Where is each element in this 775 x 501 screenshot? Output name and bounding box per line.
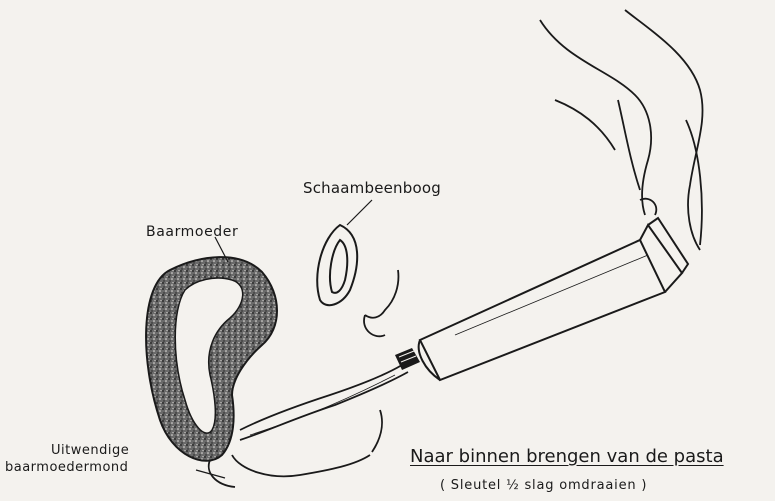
label-external-os-line2: baarmoedermond bbox=[5, 460, 128, 475]
applicator-nozzle bbox=[240, 365, 408, 440]
label-pubic-arch: Schaambeenboog bbox=[303, 179, 441, 197]
label-uterus: Baarmoeder bbox=[146, 224, 238, 240]
caption-title: Naar binnen brengen van de pasta bbox=[410, 446, 724, 467]
pubic-arch-shape bbox=[317, 225, 357, 305]
hand bbox=[540, 10, 703, 250]
pubic-arch-leader bbox=[347, 200, 372, 225]
os-leader bbox=[196, 470, 225, 478]
uterus-shape bbox=[146, 257, 277, 461]
label-external-os-line1: Uitwendige bbox=[51, 443, 129, 458]
paste-tube bbox=[419, 218, 688, 380]
caption-subtitle: ( Sleutel ½ slag omdraaien ) bbox=[440, 478, 647, 493]
